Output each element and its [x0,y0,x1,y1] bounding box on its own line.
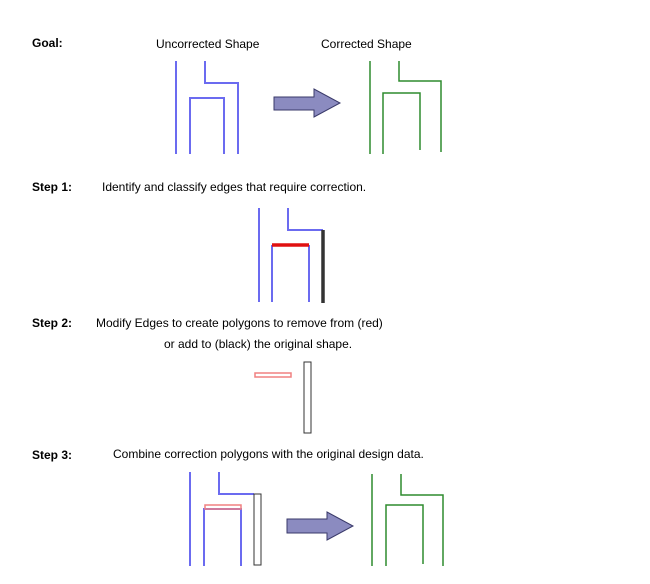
step3-label: Step 3: [32,448,73,462]
step3-combined-shape [189,472,262,566]
step2-add-polygon [303,361,312,434]
step1-edges [258,208,323,302]
step3-add-polygon [253,493,262,566]
step3-edges [189,472,254,566]
step1-shape [258,208,325,303]
corrected-shape [369,61,442,154]
step2-text-line2: or add to (black) the original shape. [164,337,353,351]
goal-arrow [273,88,342,118]
step3-result-edges [371,474,444,566]
uncorrected-shape [175,61,239,154]
step3-remove-polygon [204,504,242,510]
goal-label: Goal: [32,36,63,50]
uncorrected-edges [175,61,239,154]
uncorrected-shape-label: Uncorrected Shape [156,37,260,51]
corrected-shape-label: Corrected Shape [321,37,412,51]
step2-remove-polygon [254,372,292,378]
step1-text: Identify and classify edges that require… [102,180,367,194]
step1-label: Step 1: [32,180,73,194]
step3-result-shape [371,474,444,566]
step3-arrow [286,511,355,541]
step2-text-line1: Modify Edges to create polygons to remov… [96,316,383,330]
step2-label: Step 2: [32,316,73,330]
step3-text: Combine correction polygons with the ori… [113,447,424,461]
corrected-edges [369,61,442,154]
